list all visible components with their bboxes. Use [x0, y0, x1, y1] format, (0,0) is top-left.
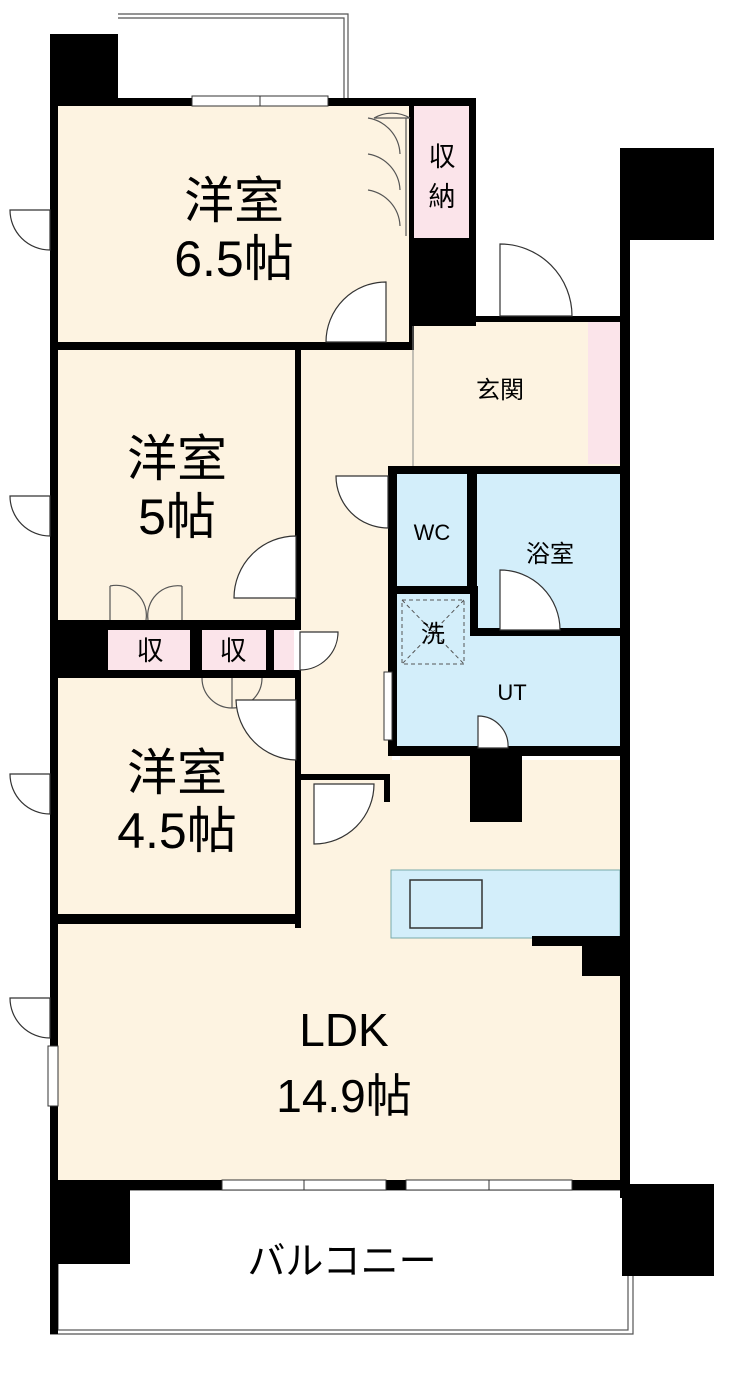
- room-western-6-5-name: 洋室: [184, 173, 284, 229]
- ldk-size: 14.9帖: [276, 1070, 412, 1122]
- room-western-4-5-size: 4.5帖: [117, 803, 237, 859]
- balcony-bottom-outline: [50, 1189, 634, 1335]
- entrance-label: 玄関: [476, 376, 524, 404]
- room-western-4-5-name: 洋室: [127, 745, 227, 801]
- doors: [9, 112, 573, 1039]
- balcony-label: バルコニー: [247, 1239, 436, 1283]
- windows: [47, 95, 573, 1191]
- room-western-5-size: 5帖: [138, 489, 216, 545]
- wc-label: WC: [414, 520, 451, 545]
- balcony-top-outline: [118, 13, 349, 98]
- storage-b-label: 収: [220, 636, 247, 667]
- bath-label: 浴室: [526, 540, 574, 568]
- storage-a-label: 収: [137, 636, 164, 667]
- room-western-6-5-size: 6.5帖: [174, 231, 294, 287]
- washer-label: 洗: [421, 620, 445, 648]
- ldk-name: LDK: [299, 1004, 389, 1056]
- storage-top-label-1: 収: [429, 142, 456, 173]
- storage-top-label-2: 納: [429, 182, 456, 213]
- room-western-5-name: 洋室: [127, 431, 227, 487]
- utility-label: UT: [497, 680, 526, 705]
